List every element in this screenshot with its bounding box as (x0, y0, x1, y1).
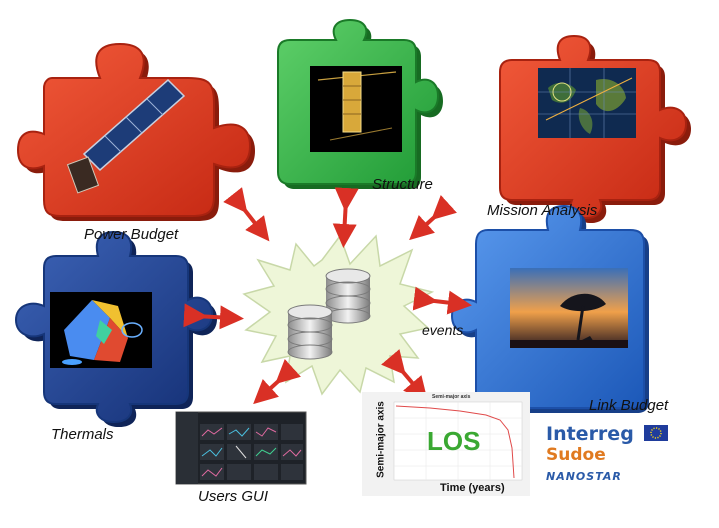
label-users-gui: Users GUI (198, 488, 269, 505)
arrow-power-budget (223, 187, 270, 242)
arrow-los (381, 349, 428, 402)
power-budget-piece (16, 42, 255, 221)
label-mission-analysis: Mission Analysis (487, 202, 598, 219)
structure-piece (277, 18, 443, 189)
arrow-thermals (183, 303, 244, 330)
los-label: LOS (427, 426, 481, 456)
label-events: events (422, 322, 464, 338)
label-link-budget: Link Budget (589, 397, 669, 414)
users-gui-screenshot (175, 411, 307, 485)
chart-ylabel: Semi-major axis (375, 401, 387, 478)
semi-major-axis-curve (395, 405, 515, 479)
los-chart-panel (362, 392, 530, 496)
chart-title: Semi-major axis (432, 394, 471, 400)
link-budget-piece (450, 204, 649, 413)
label-power-budget: Power Budget (84, 226, 179, 243)
label-structure: Structure (372, 176, 433, 193)
chart-xlabel: Time (years) (440, 482, 505, 494)
arrow-mission-analysis (409, 195, 457, 241)
sudoe-logo: Sudoe (546, 445, 606, 465)
nanostar-logo: NANOSTAR (546, 470, 622, 483)
database-icon (287, 268, 371, 360)
interreg-logo: Interreg (546, 423, 634, 445)
label-thermals: Thermals (51, 426, 114, 443)
eu-flag-icon (644, 425, 668, 441)
thermals-piece (14, 230, 217, 427)
arrow-link-budget (412, 286, 472, 315)
cubesat-icon (317, 71, 397, 141)
thermal-map-image (50, 292, 152, 368)
arrow-users-gui (253, 359, 301, 405)
world-map-image (538, 68, 636, 138)
solar-panel-icon (66, 78, 186, 194)
mission-analysis-piece (499, 34, 691, 223)
connection-arrows (183, 187, 472, 405)
arrow-structure (332, 187, 359, 248)
antenna-photo-image (510, 268, 628, 348)
